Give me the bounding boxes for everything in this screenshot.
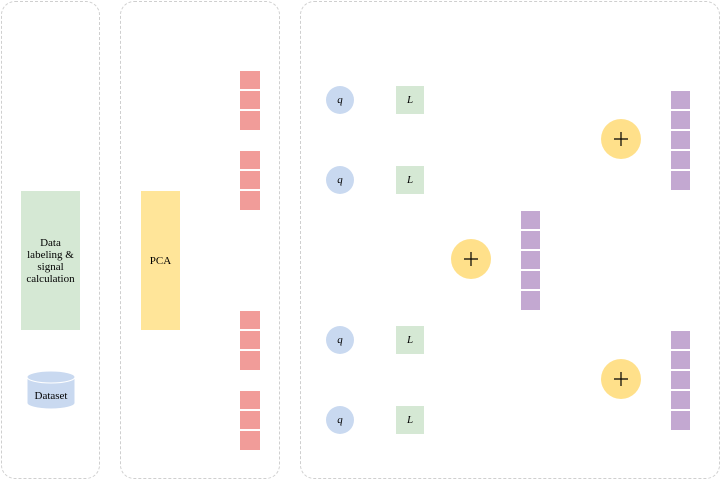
- vector-cell: [671, 351, 690, 371]
- vector-cell: [240, 411, 260, 431]
- vector-cell: [521, 271, 540, 291]
- data-labeling-label: Data labeling & signal calculation: [26, 236, 75, 285]
- pca-box: PCA: [141, 191, 180, 330]
- vector-cell: [671, 411, 690, 430]
- vector-cell: [240, 171, 260, 191]
- vector-cell: [671, 371, 690, 391]
- database-icon: [26, 370, 76, 410]
- dataset-label: Dataset: [34, 390, 68, 402]
- vector-cell: [240, 391, 260, 411]
- vector-cell: [521, 231, 540, 251]
- q-label: q: [337, 174, 343, 186]
- vector-cell: [671, 391, 690, 411]
- data-labeling-box: Data labeling & signal calculation: [21, 191, 80, 330]
- vector-cell: [240, 91, 260, 111]
- pca-label: PCA: [149, 254, 172, 267]
- q-node: q: [326, 406, 354, 434]
- sum-node: [601, 119, 641, 159]
- q-node: q: [326, 326, 354, 354]
- vector-cell: [240, 311, 260, 331]
- plus-icon: [614, 132, 628, 146]
- sum-node: [451, 239, 491, 279]
- vector-cell: [671, 111, 690, 131]
- q-label: q: [337, 334, 343, 346]
- vector-cell: [240, 151, 260, 171]
- plus-icon: [614, 372, 628, 386]
- l-node: L: [396, 406, 424, 434]
- q-label: q: [337, 94, 343, 106]
- q-label: q: [337, 414, 343, 426]
- vector-cell: [240, 71, 260, 91]
- vector-cell: [521, 291, 540, 310]
- vector-cell: [240, 331, 260, 351]
- vector-cell: [240, 111, 260, 130]
- q-node: q: [326, 166, 354, 194]
- vector-cell: [521, 211, 540, 231]
- vector-cell: [671, 131, 690, 151]
- l-label: L: [406, 174, 414, 186]
- vector-cell: [240, 351, 260, 370]
- dataset-cylinder: Dataset: [26, 370, 76, 410]
- vector-cell: [240, 431, 260, 450]
- l-node: L: [396, 86, 424, 114]
- vector-cell: [240, 191, 260, 210]
- panel-model: [300, 1, 720, 479]
- vector-cell: [671, 91, 690, 111]
- vector-cell: [521, 251, 540, 271]
- vector-cell: [671, 171, 690, 190]
- vector-cell: [671, 151, 690, 171]
- l-node: L: [396, 326, 424, 354]
- plus-icon: [464, 252, 478, 266]
- sum-node: [601, 359, 641, 399]
- vector-cell: [671, 331, 690, 351]
- l-label: L: [406, 334, 414, 346]
- l-label: L: [406, 414, 414, 426]
- l-node: L: [396, 166, 424, 194]
- q-node: q: [326, 86, 354, 114]
- l-label: L: [406, 94, 414, 106]
